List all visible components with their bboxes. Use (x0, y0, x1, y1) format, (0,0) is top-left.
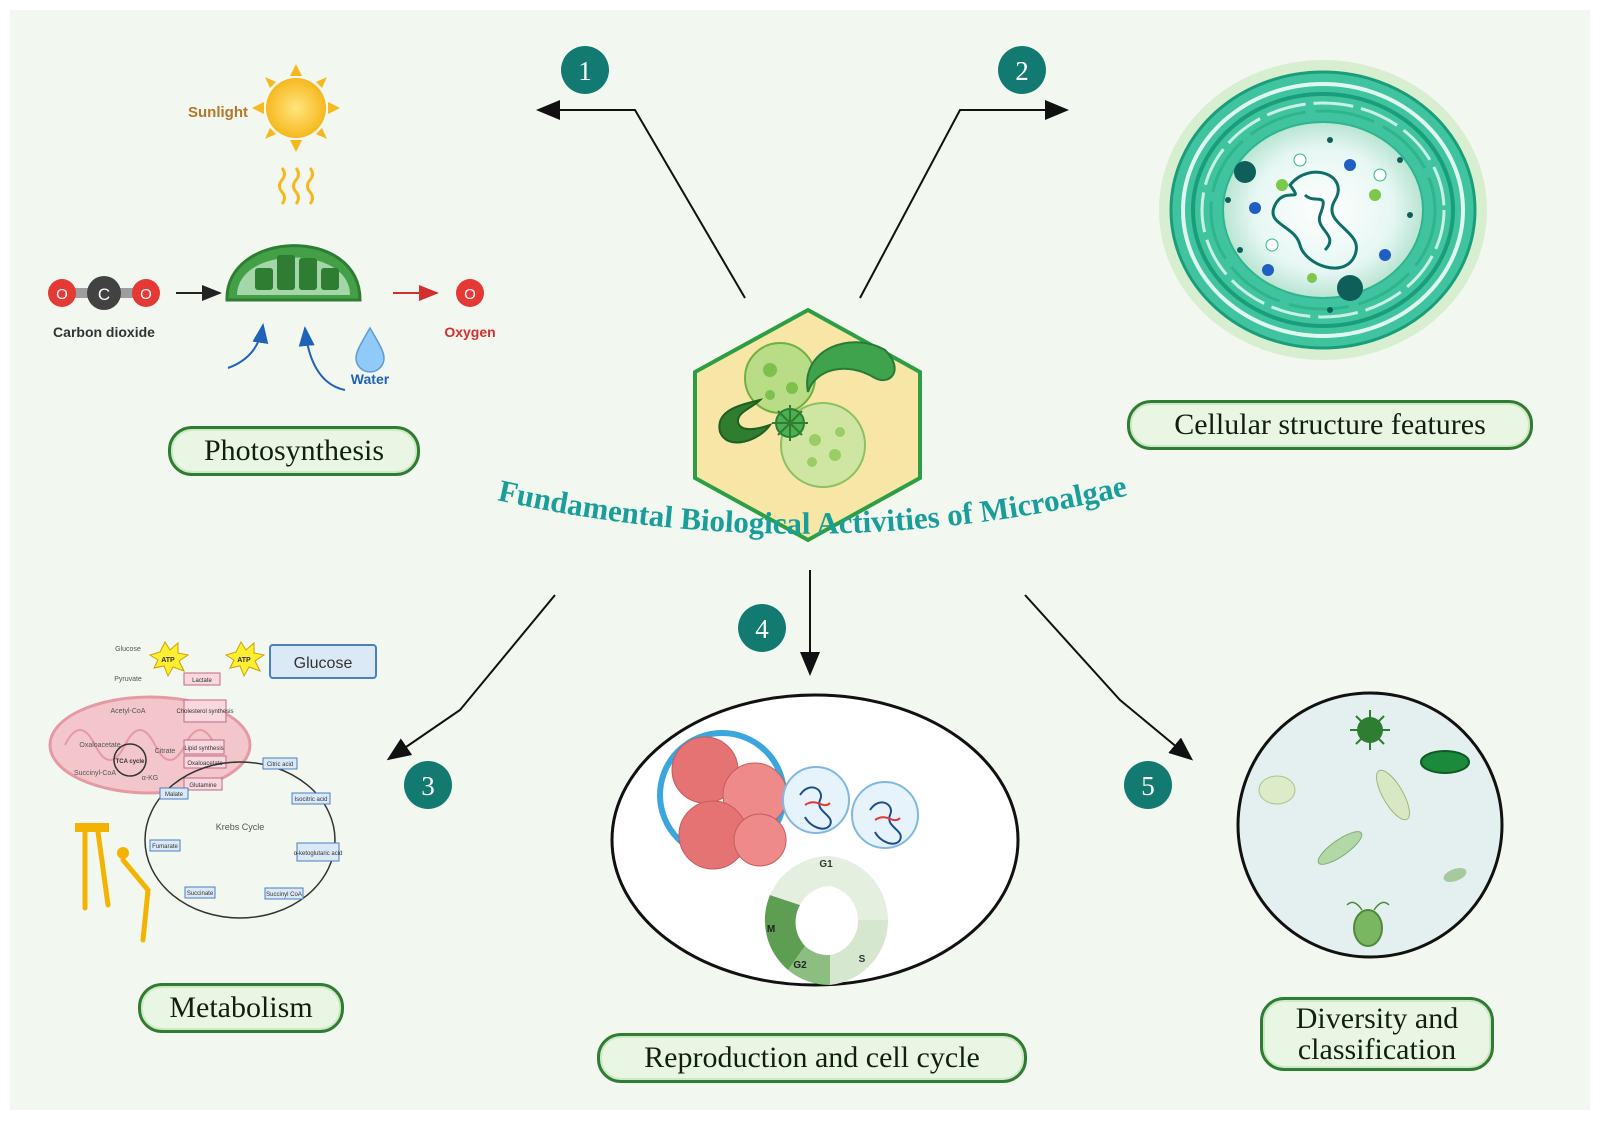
arrow-to-cellular-structure (859, 100, 1069, 299)
metabolism-label-pill: Metabolism (138, 983, 344, 1033)
badge-2: 2 (998, 46, 1046, 94)
svg-text:ATP: ATP (161, 657, 175, 664)
svg-text:α-ketoglutaric acid: α-ketoglutaric acid (294, 851, 343, 857)
cell-structure-illustration (1159, 60, 1487, 360)
badge-5-number: 5 (1141, 771, 1155, 801)
svg-text:Citric acid: Citric acid (267, 762, 293, 768)
svg-text:Acetyl-CoA: Acetyl-CoA (110, 708, 145, 715)
nucleus-chromosome-icon-2 (851, 781, 919, 849)
badge-1: 1 (561, 46, 609, 94)
diversity-label-pill: Diversity and classification (1260, 997, 1494, 1071)
water-arrow-right (298, 326, 346, 391)
svg-text:Isocitric acid: Isocitric acid (294, 797, 327, 803)
oxygen-atom: O (464, 286, 476, 303)
svg-text:Citrate: Citrate (155, 748, 176, 755)
badge-3: 3 (404, 761, 452, 809)
svg-text:Pyruvate: Pyruvate (114, 676, 142, 683)
svg-text:Lactate: Lactate (192, 678, 212, 684)
carbon-dioxide-label: Carbon dioxide (53, 324, 155, 340)
sunlight-label: Sunlight (188, 104, 248, 121)
co2-atom-o-left: O (56, 286, 68, 303)
cell-cycle-g1: G1 (819, 859, 833, 870)
svg-text:Succinyl CoA: Succinyl CoA (266, 892, 302, 898)
elongated-algae-icon (1317, 831, 1363, 865)
sun-icon (252, 64, 340, 152)
badge-5: 5 (1124, 761, 1172, 809)
pennate-diatom-icon (1376, 769, 1410, 821)
glucose-box-label: Glucose (294, 655, 353, 672)
photosynthesis-label: Photosynthesis (203, 434, 385, 468)
metabolism-illustration: Glucose Pyruvate Acetyl-CoA Oxaloacetate… (48, 640, 377, 943)
glucose-box (269, 644, 377, 679)
water-arrow-left (227, 323, 269, 369)
nucleus-chromosome-icon-1 (782, 766, 850, 834)
krebs-cycle-ring (144, 761, 336, 919)
crescent-small-algae-icon (718, 398, 773, 444)
badge-4-number: 4 (755, 614, 769, 644)
krebs-cycle-label: Krebs Cycle (216, 822, 265, 832)
cell-cycle-ring-icon: G1 S G2 M (764, 855, 889, 986)
svg-text:Succinyl-CoA: Succinyl-CoA (74, 770, 116, 777)
cell-cycle-m: M (767, 924, 775, 935)
chloroplast-algae-icon (1420, 750, 1470, 774)
svg-text:Oxaloacetate: Oxaloacetate (187, 761, 223, 767)
dna-nucleoid-icon (1271, 170, 1358, 270)
badge-4: 4 (738, 604, 786, 652)
co2-atom-o-right: O (140, 286, 152, 303)
svg-text:Fumarate: Fumarate (152, 844, 178, 850)
photosynthesis-illustration: Sunlight O C O Carbon dio (48, 64, 496, 391)
carbon-dioxide-molecule-icon: O C O (48, 276, 160, 310)
arrow-to-photosynthesis (536, 100, 746, 299)
cellular-structure-label: Cellular structure features (1174, 408, 1486, 442)
chlamydomonas-icon (1353, 909, 1383, 947)
cellular-structure-label-pill: Cellular structure features (1127, 400, 1533, 450)
svg-text:Succinate: Succinate (187, 891, 214, 897)
lipid-molecule-icon (75, 823, 151, 943)
svg-text:Lipid synthesis: Lipid synthesis (184, 746, 223, 752)
atp-burst-icons: ATP ATP (148, 640, 266, 678)
badge-1-number: 1 (578, 56, 592, 86)
svg-text:ATP: ATP (237, 657, 251, 664)
water-label: Water (351, 371, 390, 387)
water-drop-icon (355, 326, 385, 373)
crescent-algae-icon (806, 341, 896, 393)
small-algae-icon (1443, 868, 1467, 882)
connector-arrows (386, 100, 1194, 761)
metabolism-label: Metabolism (169, 991, 313, 1025)
cell-cycle-s: S (859, 954, 866, 965)
reproduction-label: Reproduction and cell cycle (644, 1041, 980, 1075)
photosynthesis-label-pill: Photosynthesis (168, 426, 420, 476)
svg-text:Glutamine: Glutamine (189, 783, 217, 789)
oxygen-label: Oxygen (444, 324, 495, 340)
svg-text:α-KG: α-KG (142, 775, 159, 782)
reproduction-label-pill: Reproduction and cell cycle (597, 1033, 1027, 1083)
diversity-label: Diversity and classification (1295, 1001, 1459, 1066)
svg-text:Oxaloacetate: Oxaloacetate (79, 742, 120, 749)
central-microalgae-hexagon (693, 307, 922, 543)
badge-3-number: 3 (421, 771, 435, 801)
co2-atom-c: C (98, 285, 110, 304)
svg-text:Malate: Malate (165, 792, 184, 798)
cell-cycle-g2: G2 (793, 960, 807, 971)
arrow-to-diversity (1024, 594, 1194, 761)
svg-text:Glucose: Glucose (115, 646, 141, 653)
badge-2-number: 2 (1015, 56, 1029, 86)
svg-text:TCA cycle: TCA cycle (116, 759, 145, 765)
chloroplast-icon (225, 244, 362, 302)
oxygen-molecule-icon: O (456, 279, 484, 307)
arrow-to-metabolism (386, 594, 556, 761)
reproduction-illustration: G1 S G2 M (610, 693, 1020, 987)
flagellate-algae-icon (1258, 775, 1296, 805)
svg-text:Cholesterol synthesis: Cholesterol synthesis (176, 709, 233, 715)
diversity-microscope-illustration (1236, 691, 1504, 959)
light-rays-icon (278, 167, 314, 205)
